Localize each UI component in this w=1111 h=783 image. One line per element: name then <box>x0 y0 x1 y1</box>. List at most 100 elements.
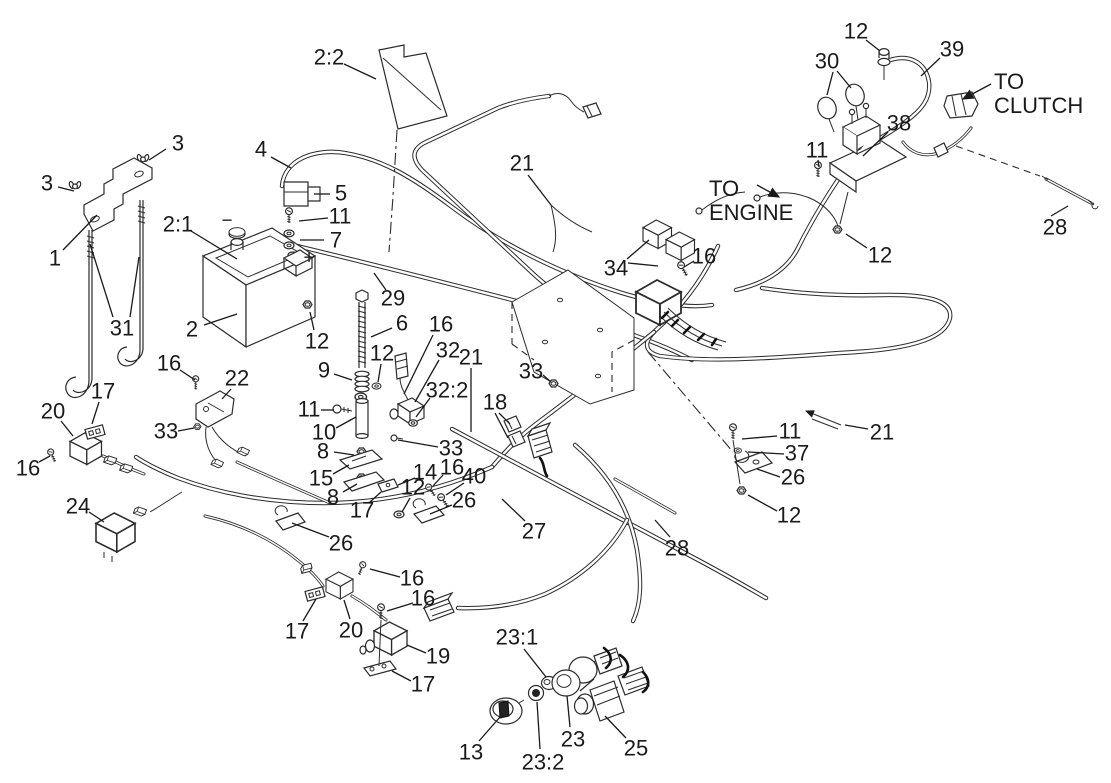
leader-line <box>62 214 98 251</box>
leader-line <box>60 420 74 437</box>
leader-line <box>179 369 196 381</box>
callout-2:1: 2:1 <box>163 212 194 237</box>
callout-34: 34 <box>604 256 628 281</box>
callout-11: 11 <box>779 419 802 444</box>
label-plate-group <box>378 44 448 130</box>
leader-line <box>298 217 329 222</box>
ignition-group <box>489 646 650 725</box>
leader-line <box>406 644 427 654</box>
callout-21: 21 <box>459 345 483 370</box>
harness-lead-group <box>548 93 602 253</box>
washer-7 <box>283 229 295 238</box>
leader-line <box>270 156 292 169</box>
callout-16: 16 <box>429 312 453 337</box>
wing-nut-icon <box>67 180 83 190</box>
leader-line <box>148 148 167 161</box>
callout-layer: 331312:122:2451171229691216322132:211108… <box>16 19 1083 775</box>
callout-19: 19 <box>426 644 450 669</box>
callout-3: 3 <box>172 131 184 156</box>
callout-12: 12 <box>305 329 329 354</box>
callout-17: 17 <box>285 619 309 644</box>
callout-25: 25 <box>624 736 648 761</box>
screw-16 <box>355 560 368 577</box>
callout-33: 33 <box>519 359 543 384</box>
pto-switch-25 <box>573 680 625 722</box>
callout-2:2: 2:2 <box>314 45 345 70</box>
callout-3: 3 <box>41 171 53 196</box>
callout-16: 16 <box>16 456 40 481</box>
callout-40: 40 <box>462 464 486 489</box>
callout-29: 29 <box>381 286 405 311</box>
callout-8: 8 <box>317 439 329 464</box>
leader-line <box>844 424 869 430</box>
terminal-17 <box>84 424 106 440</box>
callout-17: 17 <box>411 672 435 697</box>
leader-line <box>862 131 889 157</box>
nut-12 <box>736 486 747 495</box>
callout-4: 4 <box>255 137 267 162</box>
nut-23-2 <box>527 684 545 702</box>
leader-line <box>414 359 440 403</box>
ignition-switch-23 <box>551 656 606 697</box>
leader-line <box>494 412 509 439</box>
callout-17: 17 <box>350 498 374 523</box>
callout-7: 7 <box>330 228 342 253</box>
callout-11: 11 <box>806 138 829 163</box>
callout-26: 26 <box>781 465 805 490</box>
bottom-cluster-group <box>274 505 455 677</box>
callout-26: 26 <box>329 531 353 556</box>
callout-16: 16 <box>400 566 424 591</box>
callout-39: 39 <box>940 37 964 62</box>
leader-line <box>501 498 526 522</box>
callout-16: 16 <box>157 351 181 376</box>
leader-line <box>747 494 778 512</box>
leader-line <box>369 568 401 578</box>
bracket-17-bottom <box>362 660 398 677</box>
nut-33 <box>193 423 202 430</box>
leader-line <box>542 374 552 383</box>
callout-11: 11 <box>329 204 352 229</box>
relay-plate-group <box>511 219 727 405</box>
callout-23:2: 23:2 <box>522 750 565 775</box>
callout-+: + <box>303 248 314 269</box>
clamp-26-mid <box>412 505 446 524</box>
callout-20: 20 <box>41 399 65 424</box>
leader-line <box>756 184 781 198</box>
screw-16 <box>46 447 59 464</box>
leader-line <box>498 412 511 425</box>
callout-32:2: 32:2 <box>426 378 469 403</box>
leader-line <box>401 497 411 513</box>
leader-line <box>756 468 781 478</box>
washer-7 <box>283 241 295 250</box>
inline-connector <box>236 445 250 458</box>
leader-line <box>89 243 114 318</box>
leader-line <box>920 57 941 77</box>
leader-line <box>865 39 881 52</box>
left-cluster-group <box>46 375 250 562</box>
screw-16 <box>675 259 691 278</box>
leader-line <box>221 388 232 400</box>
leader-line <box>817 159 820 168</box>
wire-bundle <box>659 307 727 351</box>
leader-line <box>369 491 382 503</box>
leader-line <box>333 373 353 381</box>
leader-line <box>429 504 453 515</box>
callout-12: 12 <box>777 503 801 528</box>
leader-line <box>335 416 357 429</box>
stud-12-top <box>877 47 891 80</box>
callout-2: 2 <box>186 317 198 342</box>
leader-line <box>291 522 330 538</box>
callout-12: 12 <box>370 341 394 366</box>
j-bolt-right <box>117 200 146 367</box>
screw-16 <box>192 375 200 391</box>
key-switch-13 <box>489 697 525 725</box>
leader-line <box>386 602 414 612</box>
screw-11-side <box>332 404 353 414</box>
callout-9: 9 <box>318 358 330 383</box>
callout-17: 17 <box>91 379 115 404</box>
leader-line <box>177 427 195 432</box>
grommet-32-2 <box>408 419 419 427</box>
leader-line <box>129 256 140 318</box>
